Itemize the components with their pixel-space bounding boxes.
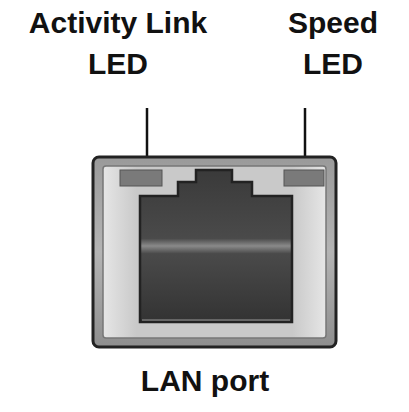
caption: LAN port	[75, 360, 335, 401]
port-housing	[93, 157, 336, 347]
callout-label: Activity Link LED	[4, 2, 232, 84]
activity-link-led	[120, 170, 162, 186]
port-face	[103, 166, 326, 338]
jack-opening	[140, 170, 292, 322]
speed-led	[284, 170, 324, 186]
callout-label: Speed LED	[273, 2, 393, 84]
jack-edge	[142, 319, 290, 321]
